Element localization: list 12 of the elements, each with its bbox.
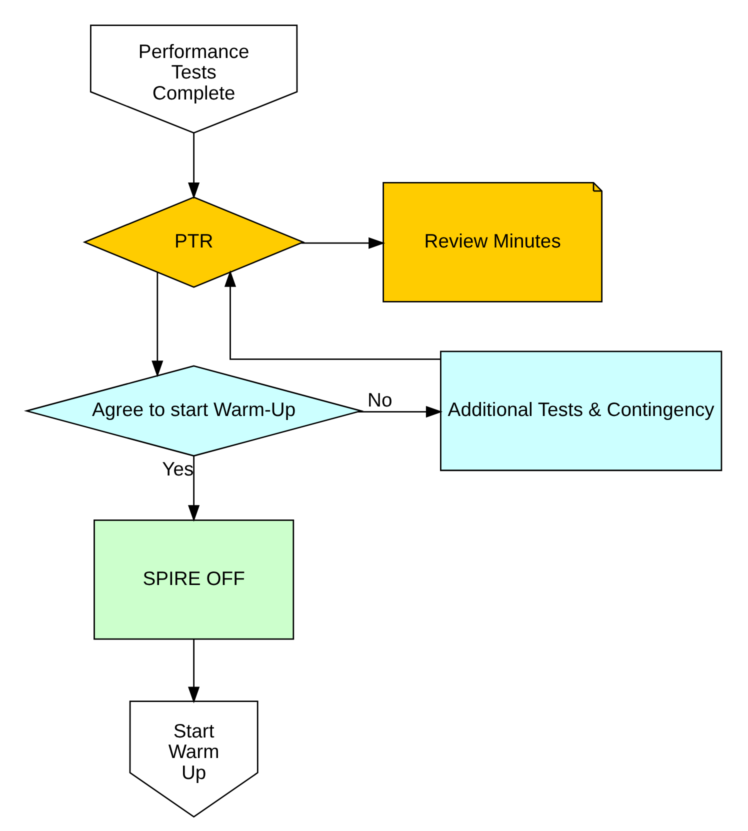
arrow — [188, 639, 200, 704]
node-box: SPIRE OFF — [94, 519, 294, 640]
arrow — [301, 237, 386, 249]
arrow — [358, 406, 443, 418]
arrow — [152, 272, 164, 378]
arrow — [188, 456, 200, 522]
node-box: Additional Tests & Contingency — [440, 350, 722, 472]
arrow — [188, 132, 200, 200]
edge-label: Yes — [162, 458, 194, 481]
edge-label: No — [368, 390, 392, 412]
node-diamond: Agree to start Warm-Up — [24, 365, 364, 457]
arrow — [224, 270, 440, 360]
